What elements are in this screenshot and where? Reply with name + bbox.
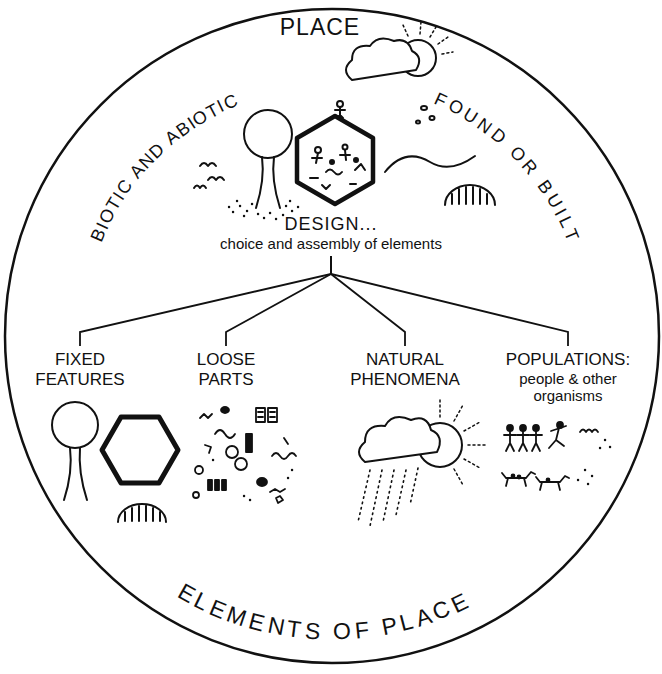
- bird-marks: [194, 163, 224, 188]
- populations-illustration: [578, 470, 592, 484]
- category-subtitle: people & other organisms: [494, 370, 642, 405]
- loose-parts-illustration: [246, 434, 252, 452]
- top-illustration: [244, 110, 292, 158]
- arc-letter: O: [333, 620, 352, 644]
- loose-parts-illustration: [272, 453, 296, 459]
- top-illustration: [330, 160, 334, 164]
- natural-phenomena-illustration: [359, 417, 440, 462]
- loose-parts-illustration: [193, 492, 199, 498]
- element-category: NATURAL PHENOMENA: [337, 346, 473, 393]
- populations-illustration: [504, 431, 516, 451]
- populations-illustration: [512, 475, 515, 478]
- natural-phenomena-illustration: [358, 468, 418, 526]
- loose-parts-illustration: [215, 430, 235, 438]
- top-illustration: [416, 121, 420, 124]
- populations-illustration: [549, 426, 566, 448]
- category-label: POPULATIONS:: [494, 350, 642, 370]
- fixed-features-illustration: [118, 504, 166, 522]
- loose-parts-illustration: [257, 478, 267, 486]
- element-category: FIXED FEATURES: [24, 346, 136, 393]
- loose-parts-illustration: [213, 460, 292, 500]
- fixed-features-illustration: [52, 402, 98, 448]
- arc-letter: F: [354, 618, 370, 642]
- fixed-features-illustration: [52, 402, 178, 522]
- populations-illustration: [547, 479, 550, 482]
- fixed-features-illustration: [64, 448, 87, 500]
- loose-parts-illustration: [195, 466, 203, 474]
- loose-parts-illustration: [256, 408, 265, 422]
- loose-parts-illustration: [258, 412, 275, 417]
- loose-parts-illustration: [235, 458, 247, 470]
- loose-parts-illustration: [222, 480, 226, 490]
- arc-letter: M: [224, 602, 250, 630]
- top-illustration: [194, 22, 495, 219]
- top-illustration: [343, 145, 348, 150]
- populations-illustration: [517, 431, 529, 451]
- loose-parts-illustration: [221, 407, 229, 413]
- connector-group: [80, 256, 568, 346]
- loose-parts-illustration: [208, 480, 212, 490]
- hexagon-building: [297, 101, 373, 204]
- branch-line: [226, 256, 331, 346]
- loose-parts-illustration: [200, 414, 212, 418]
- natural-phenomena-illustration: [440, 400, 486, 485]
- arc-letter: [323, 620, 330, 643]
- natural-phenomena-illustration: [358, 400, 486, 526]
- populations-illustration: [518, 476, 521, 479]
- fixed-features-illustration: [102, 417, 178, 483]
- loose-parts-illustration: [215, 480, 219, 490]
- category-label: NATURAL PHENOMENA: [341, 350, 469, 389]
- arc-letter: T: [561, 227, 582, 244]
- branch-line: [331, 256, 568, 346]
- place-heading: PLACE: [0, 0, 640, 40]
- populations-illustration: [536, 476, 569, 490]
- top-illustration: [346, 38, 419, 80]
- populations-illustration: [600, 440, 610, 448]
- top-illustration: [430, 116, 435, 120]
- loose-parts-illustration: [205, 438, 288, 453]
- top-illustration: [354, 158, 358, 162]
- populations-illustration: [502, 472, 535, 486]
- branch-line: [80, 256, 331, 346]
- loose-parts-illustration: [226, 446, 238, 458]
- design-subtitle: choice and assembly of elements: [185, 235, 477, 252]
- arc-letter: E: [247, 609, 268, 635]
- element-category: LOOSE PARTS: [180, 346, 272, 393]
- top-illustration: [445, 185, 495, 205]
- design-node: DESIGN...choice and assembly of elements: [181, 210, 481, 256]
- design-heading: DESIGN...: [185, 214, 477, 235]
- ground-marks: [385, 106, 495, 205]
- circle-outline: [5, 9, 659, 663]
- loose-parts-illustration: [193, 407, 296, 503]
- populations-illustration: [530, 431, 542, 451]
- populations-illustration: [580, 430, 598, 433]
- loose-parts-illustration: [270, 489, 285, 503]
- arc-letter: N: [266, 614, 287, 640]
- top-illustration: [256, 157, 280, 208]
- arc-letter: T: [286, 617, 303, 642]
- populations-illustration: [502, 422, 610, 490]
- top-illustration: [335, 107, 345, 118]
- arc-letter: [370, 617, 380, 641]
- top-illustration: [385, 156, 475, 172]
- arc-letter: P: [380, 614, 400, 640]
- top-illustration: [421, 106, 427, 110]
- top-illustration: [297, 116, 373, 204]
- arc-letter: S: [304, 619, 321, 643]
- top-illustration: [310, 150, 365, 189]
- category-label: LOOSE PARTS: [184, 350, 268, 389]
- loose-parts-illustration: [268, 408, 277, 422]
- category-label: FIXED FEATURES: [28, 350, 132, 389]
- tree-sketch: [229, 110, 298, 219]
- element-category: POPULATIONS:people & other organisms: [490, 346, 646, 408]
- branch-line: [331, 256, 405, 346]
- cloud-symbol: [346, 38, 419, 80]
- top-illustration: [194, 163, 224, 188]
- arc-letter: L: [397, 610, 415, 635]
